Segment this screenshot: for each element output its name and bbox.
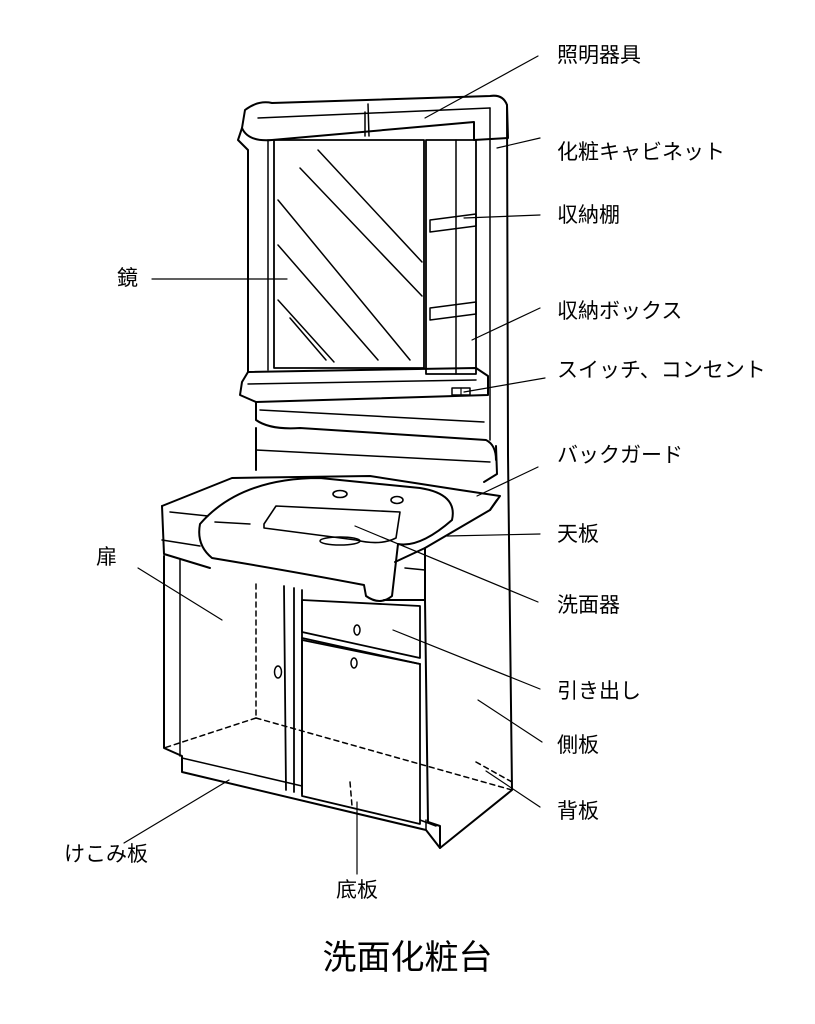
label-basin: 洗面器 xyxy=(557,593,620,617)
diagram-title: 洗面化粧台 xyxy=(322,938,493,978)
label-backguard: バックガード xyxy=(557,443,683,467)
label-top-board: 天板 xyxy=(557,522,599,546)
mirror-cabinet xyxy=(237,94,509,461)
wash-basin xyxy=(198,477,454,602)
leader-lines xyxy=(123,55,546,875)
label-mirror: 鏡 xyxy=(117,266,138,290)
storage-box-shelf xyxy=(429,301,477,321)
backguard xyxy=(255,427,498,483)
label-storage-box: 収納ボックス xyxy=(557,299,683,323)
light-housing xyxy=(241,94,509,142)
label-shelf: 収納棚 xyxy=(557,203,620,227)
lower-cabinet xyxy=(163,454,513,849)
side-board xyxy=(424,454,513,849)
label-kick-board: けこみ板 xyxy=(64,842,148,866)
hidden-lines xyxy=(163,583,513,807)
side-panel-edge xyxy=(506,104,509,456)
label-drawer: 引き出し xyxy=(557,679,641,703)
label-bottom-board: 底板 xyxy=(336,878,378,902)
label-cabinet: 化粧キャビネット xyxy=(557,140,725,164)
label-back-board: 背板 xyxy=(557,799,599,823)
label-door: 扉 xyxy=(96,545,117,569)
kick-board xyxy=(181,757,441,849)
drawer xyxy=(301,599,421,659)
label-switch: スイッチ、コンセント xyxy=(557,358,766,382)
label-side-board: 側板 xyxy=(557,733,599,757)
label-lighting: 照明器具 xyxy=(557,43,641,67)
storage-shelf xyxy=(429,213,477,233)
mirror xyxy=(273,139,425,369)
mirror-reflection xyxy=(277,149,423,363)
